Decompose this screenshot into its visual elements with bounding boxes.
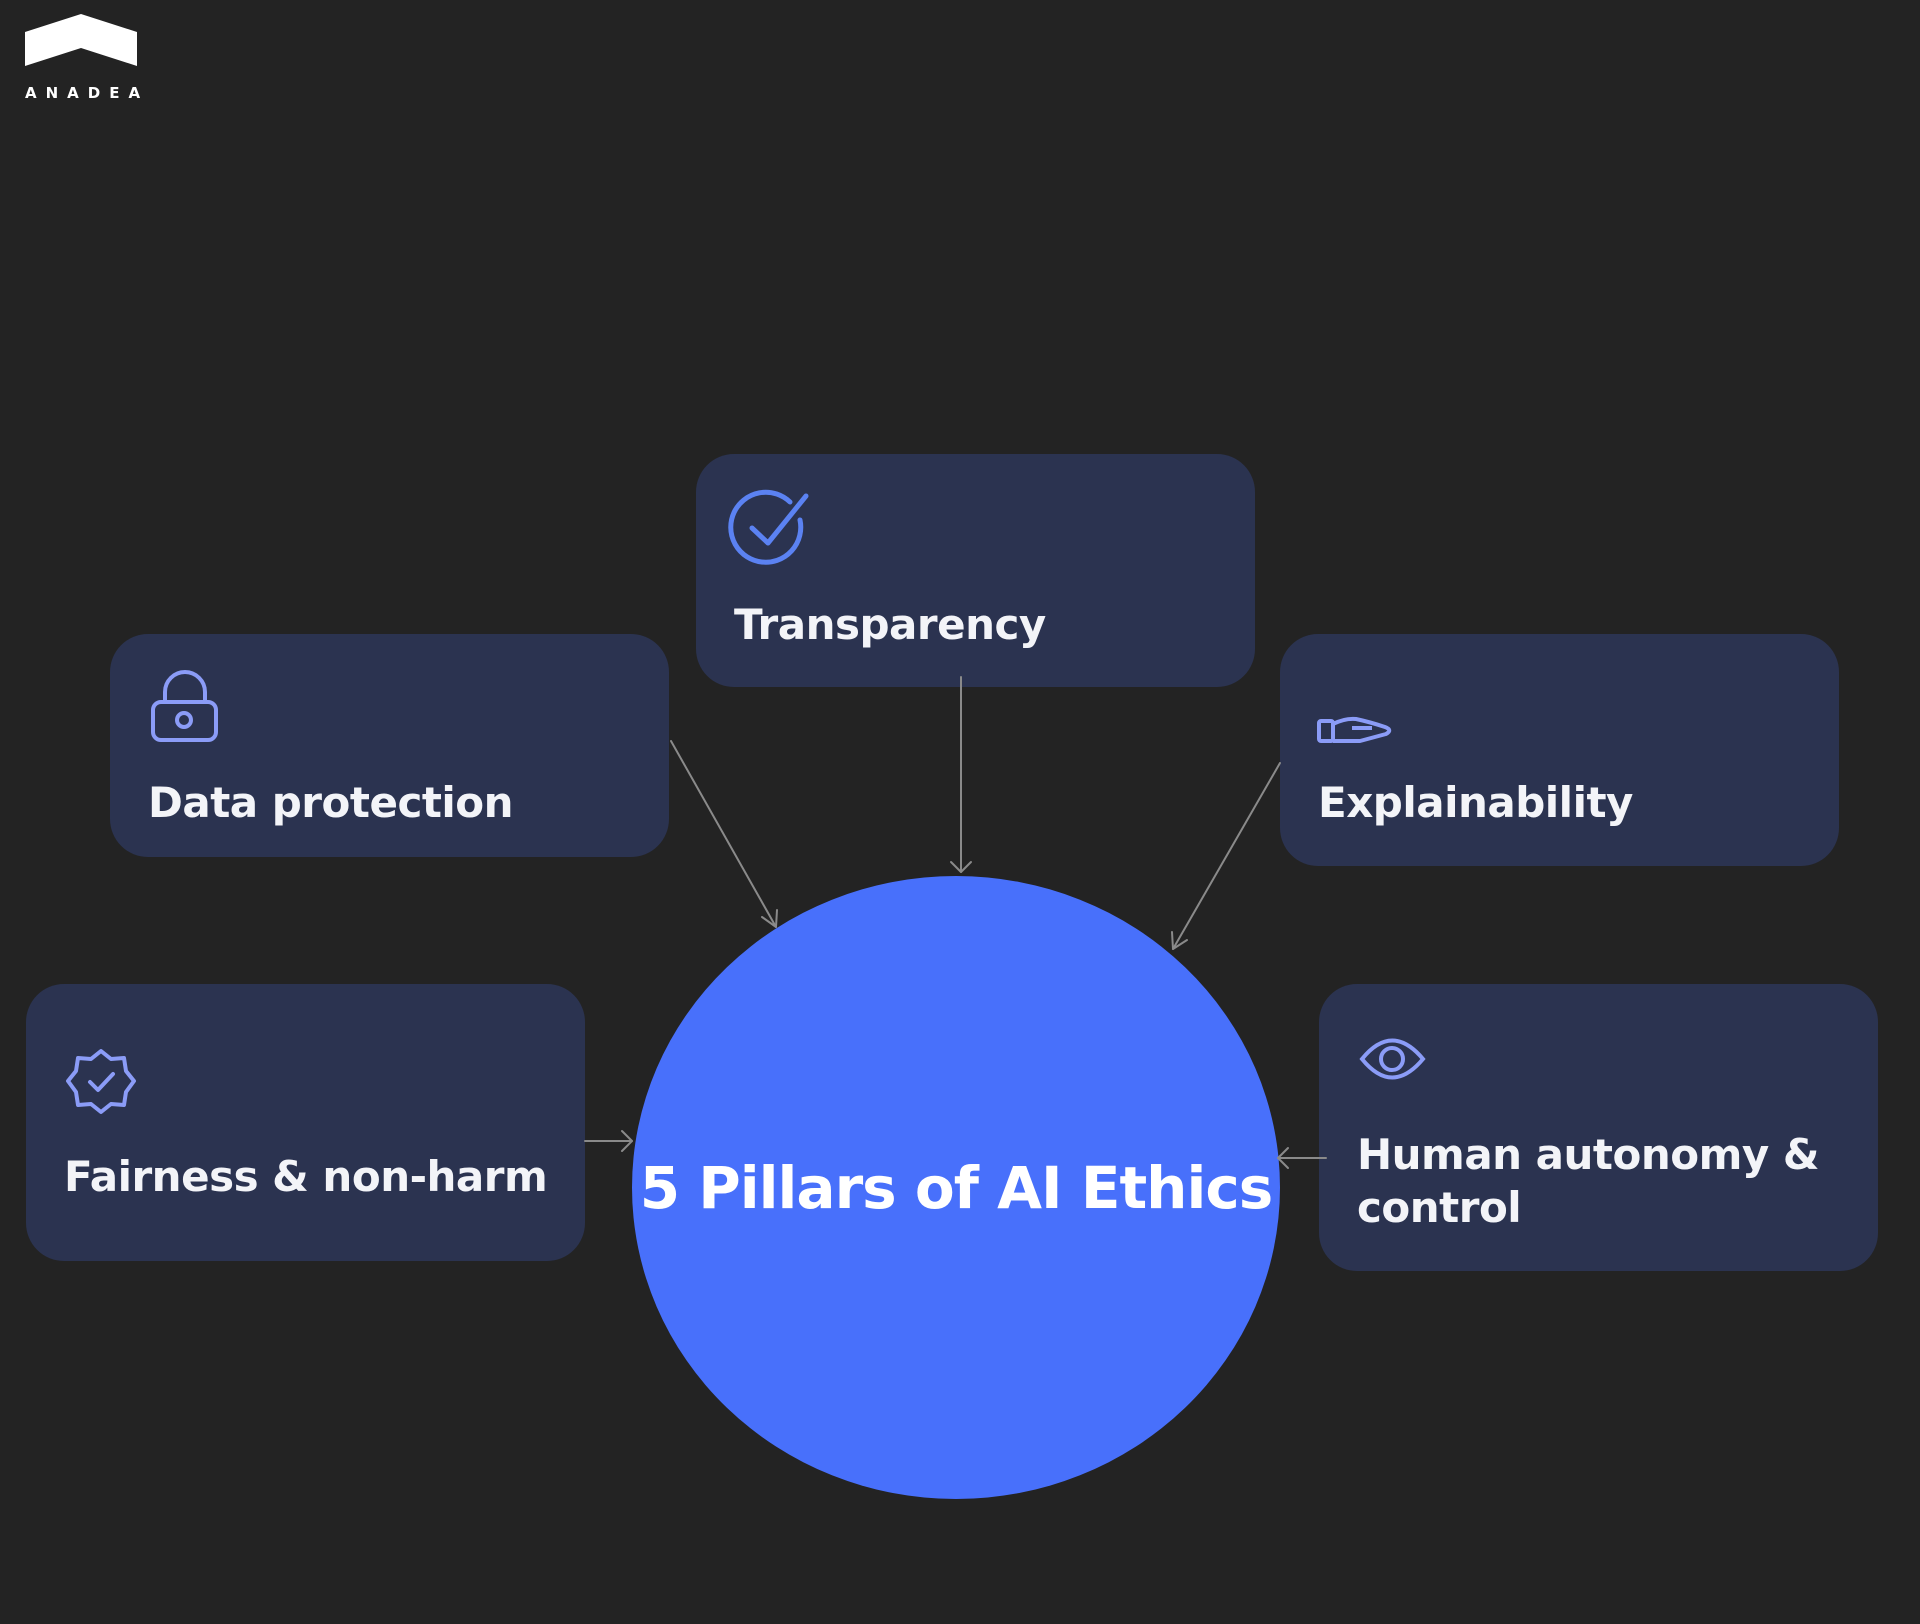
pillar-card-human-autonomy bbox=[1319, 984, 1878, 1271]
lock-icon bbox=[151, 670, 218, 742]
pillar-title-fairness: Fairness & non-harm bbox=[64, 1152, 548, 1201]
arrow-human-autonomy bbox=[1277, 1147, 1327, 1169]
arrow-fairness bbox=[584, 1130, 633, 1152]
arrow-transparency bbox=[950, 676, 972, 873]
hand-icon bbox=[1317, 716, 1392, 743]
arrow-explainability bbox=[1171, 762, 1281, 950]
verified-badge-icon bbox=[66, 1049, 136, 1114]
pillar-title-explainability: Explainability bbox=[1318, 778, 1633, 827]
eye-icon bbox=[1359, 1038, 1426, 1080]
pillar-card-fairness bbox=[26, 984, 585, 1261]
pillar-card-data-protection bbox=[110, 634, 669, 857]
pillar-title-human-autonomy-line2: control bbox=[1357, 1183, 1522, 1232]
pillar-title-transparency: Transparency bbox=[734, 600, 1046, 649]
pillar-card-transparency bbox=[696, 454, 1255, 687]
center-circle: 5 Pillars of AI Ethics bbox=[632, 876, 1280, 1499]
pillar-card-explainability bbox=[1280, 634, 1839, 866]
pillar-title-human-autonomy: Human autonomy & bbox=[1357, 1130, 1820, 1179]
anadea-logo bbox=[25, 14, 137, 66]
arrow-data-protection bbox=[670, 740, 778, 928]
pillar-title-data-protection: Data protection bbox=[148, 778, 514, 827]
center-title: 5 Pillars of AI Ethics bbox=[639, 1153, 1274, 1222]
brand-name: ANADEA bbox=[25, 84, 150, 102]
check-circle-icon bbox=[728, 489, 809, 565]
